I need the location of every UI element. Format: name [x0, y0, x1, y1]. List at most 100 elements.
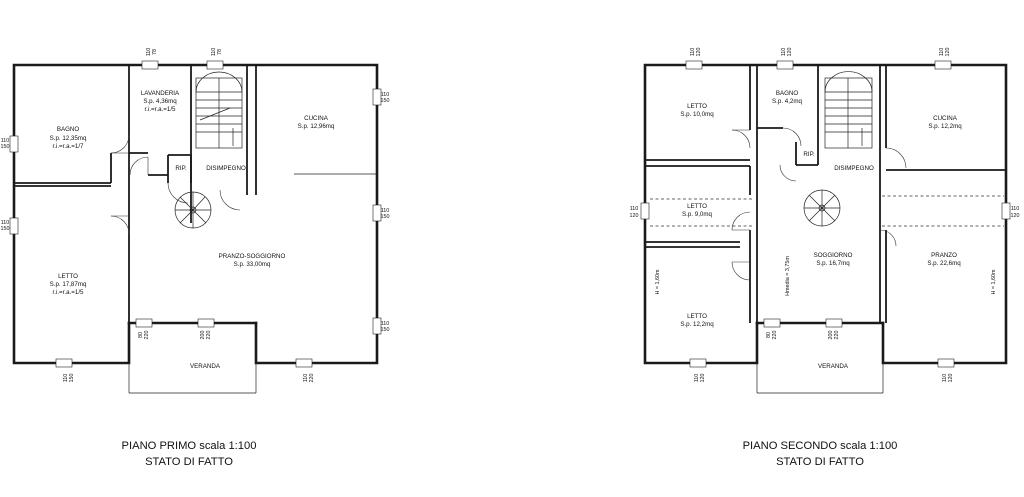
svg-text:BAGNO: BAGNO	[776, 90, 799, 97]
plan-second-floor: LETTO S.p. 10,0mq BAGNO S.p. 4,2mq CUCIN…	[630, 48, 1020, 469]
svg-text:220: 220	[834, 331, 840, 340]
straight-stair	[824, 71, 873, 149]
svg-text:110: 110	[211, 48, 217, 57]
svg-text:S.p. 4,36mq: S.p. 4,36mq	[143, 98, 177, 105]
svg-text:110: 110	[690, 48, 696, 57]
spiral-stair	[803, 189, 841, 227]
room-cucina: CUCINA S.p. 12,96mq	[298, 115, 335, 130]
plan-subtitle: STATO DI FATTO	[145, 456, 233, 468]
svg-text:220: 220	[144, 331, 150, 340]
height-labels: H = 1,60m H = 1,60m Hmedia = 3,75m	[655, 256, 997, 296]
svg-text:110: 110	[303, 374, 309, 383]
doors	[731, 127, 907, 281]
svg-text:PRANZO: PRANZO	[931, 252, 957, 259]
svg-text:110: 110	[942, 374, 948, 383]
svg-text:150: 150	[381, 327, 390, 333]
svg-text:S.p. 12,35mq: S.p. 12,35mq	[50, 135, 87, 142]
svg-text:S.p. 9,0mq: S.p. 9,0mq	[682, 211, 712, 218]
svg-text:200: 200	[828, 331, 834, 340]
room-pranzo-soggiorno: PRANZO-SOGGIORNO S.p. 33,00mq	[219, 253, 286, 268]
svg-text:LETTO: LETTO	[687, 103, 707, 110]
straight-stair	[195, 71, 243, 149]
svg-text:SOGGIORNO: SOGGIORNO	[814, 252, 853, 259]
svg-text:LETTO: LETTO	[58, 273, 78, 280]
room-soggiorno: SOGGIORNO S.p. 16,7mq	[814, 252, 853, 267]
svg-text:120: 120	[1011, 213, 1020, 219]
svg-text:110: 110	[1011, 206, 1020, 212]
room-pranzo: PRANZO S.p. 22,6mq	[927, 252, 961, 267]
svg-text:S.p. 16,7mq: S.p. 16,7mq	[816, 260, 850, 267]
svg-text:110: 110	[1, 220, 10, 226]
veranda-area	[128, 318, 257, 394]
svg-text:110: 110	[381, 321, 390, 327]
svg-text:78: 78	[217, 49, 223, 55]
svg-text:S.p. 4,2mq: S.p. 4,2mq	[772, 98, 802, 105]
svg-text:110: 110	[781, 48, 787, 57]
svg-text:Hmedia = 3,75m: Hmedia = 3,75m	[785, 256, 791, 296]
svg-text:110: 110	[146, 48, 152, 57]
svg-text:BAGNO: BAGNO	[57, 126, 80, 133]
svg-text:CUCINA: CUCINA	[933, 115, 958, 122]
svg-text:S.p. 12,2mq: S.p. 12,2mq	[680, 321, 714, 328]
room-veranda: VERANDA	[818, 363, 849, 370]
outer-walls	[12, 63, 379, 365]
svg-text:CUCINA: CUCINA	[304, 115, 329, 122]
room-disimpegno: DISIMPEGNO	[834, 165, 874, 172]
room-bagno: BAGNO S.p. 12,35mq r.i.=r.a.=1/7	[50, 126, 87, 150]
svg-text:120: 120	[945, 48, 951, 57]
plan-title: PIANO PRIMO scala 1:100	[122, 440, 257, 452]
svg-text:LETTO: LETTO	[687, 313, 707, 320]
svg-text:120: 120	[696, 48, 702, 57]
svg-text:S.p. 12,96mq: S.p. 12,96mq	[298, 123, 335, 130]
svg-text:80: 80	[766, 332, 772, 338]
svg-text:150: 150	[69, 374, 75, 383]
room-letto: LETTO S.p. 17,87mq r.i.=r.a.=1/5	[50, 273, 87, 296]
svg-text:120: 120	[948, 374, 954, 383]
svg-text:200: 200	[200, 331, 206, 340]
svg-text:220: 220	[206, 331, 212, 340]
svg-text:H = 1,60m: H = 1,60m	[991, 269, 997, 295]
svg-text:PRANZO-SOGGIORNO: PRANZO-SOGGIORNO	[219, 253, 286, 260]
svg-text:150: 150	[1, 144, 10, 150]
svg-text:110: 110	[939, 48, 945, 57]
plan-title: PIANO SECONDO scala 1:100	[743, 440, 898, 452]
interior-walls	[14, 65, 377, 323]
svg-text:80: 80	[138, 332, 144, 338]
room-cucina: CUCINA S.p. 12,2mq	[928, 115, 962, 130]
svg-text:220: 220	[309, 374, 315, 383]
svg-text:r.i.=r.a.=1/5: r.i.=r.a.=1/5	[53, 289, 85, 296]
svg-text:220: 220	[772, 331, 778, 340]
room-rip: RIP.	[803, 151, 815, 158]
room-letto-2: LETTO S.p. 9,0mq	[682, 203, 712, 218]
svg-text:r.i.=r.a.=1/7: r.i.=r.a.=1/7	[53, 143, 85, 150]
dimension-labels: 110 78 110 78 110 150 110 150 110 150 11…	[1, 48, 390, 383]
svg-text:S.p. 10,0mq: S.p. 10,0mq	[680, 111, 714, 118]
svg-text:LETTO: LETTO	[687, 203, 707, 210]
svg-text:150: 150	[381, 214, 390, 220]
plan-subtitle: STATO DI FATTO	[776, 456, 864, 468]
svg-text:110: 110	[63, 374, 69, 383]
height-lines	[650, 195, 1004, 227]
svg-text:110: 110	[630, 206, 639, 212]
svg-text:H = 1,60m: H = 1,60m	[655, 269, 661, 295]
svg-text:S.p. 17,87mq: S.p. 17,87mq	[50, 281, 87, 288]
svg-text:110: 110	[694, 374, 700, 383]
svg-text:S.p. 22,6mq: S.p. 22,6mq	[927, 260, 961, 267]
svg-text:150: 150	[381, 98, 390, 104]
room-bagno: BAGNO S.p. 4,2mq	[772, 90, 802, 105]
svg-text:r.i.=r.a.=1/5: r.i.=r.a.=1/5	[145, 106, 177, 113]
room-letto-3: LETTO S.p. 12,2mq	[680, 313, 714, 328]
windows	[640, 60, 1011, 368]
dimension-labels: 110 120 110 120 110 120 110 120 110 120 …	[630, 48, 1020, 383]
room-lavanderia: LAVANDERIA S.p. 4,36mq r.i.=r.a.=1/5	[141, 90, 180, 113]
plan-first-floor: BAGNO S.p. 12,35mq r.i.=r.a.=1/7 LAVANDE…	[1, 48, 390, 468]
svg-text:S.p. 12,2mq: S.p. 12,2mq	[928, 123, 962, 130]
room-veranda: VERANDA	[190, 363, 221, 370]
svg-text:150: 150	[1, 226, 10, 232]
spiral-stair	[174, 191, 212, 229]
interior-walls	[645, 65, 1006, 323]
svg-text:120: 120	[700, 374, 706, 383]
svg-text:120: 120	[787, 48, 793, 57]
room-letto-1: LETTO S.p. 10,0mq	[680, 103, 714, 118]
